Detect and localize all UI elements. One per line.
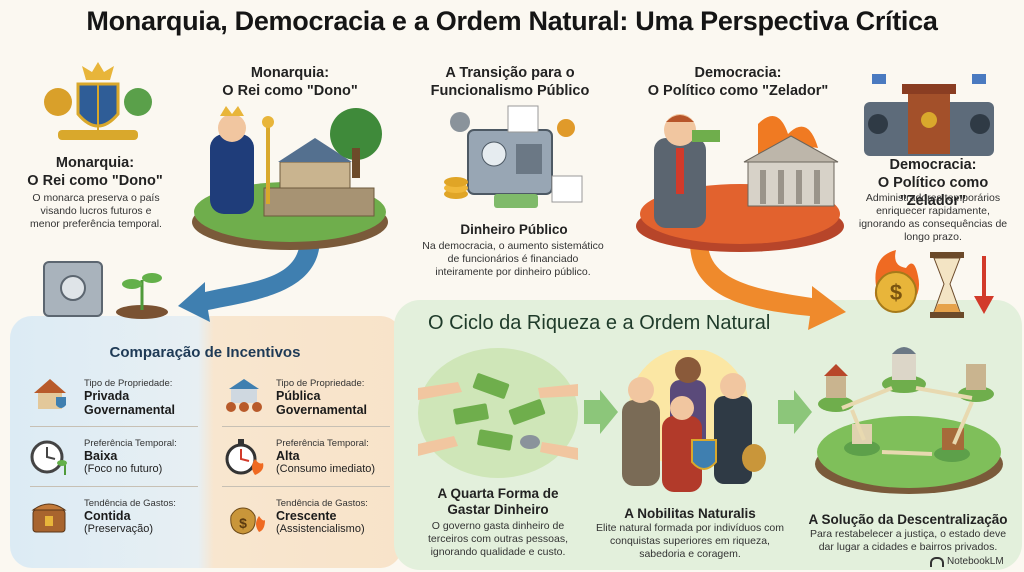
right-row3-note: (Assistencialismo) (276, 523, 365, 535)
left-row2: Preferência Temporal: Baixa (Foco no fut… (84, 438, 196, 475)
svg-text:$: $ (890, 280, 902, 305)
left-row3: Tendência de Gastos: Contida (Preservaçã… (84, 498, 196, 535)
left-row1-value: Privada (84, 389, 130, 403)
right-row1-note: Governamental (276, 403, 368, 417)
right-row1: Tipo de Propriedade: Pública Governament… (276, 378, 394, 417)
clock-sprout-icon (28, 434, 72, 478)
democracy-side-line2: O Político como "Zelador" (877, 175, 989, 209)
left-row1-note: Governamental (84, 403, 176, 417)
left-row3-value: Contida (84, 509, 131, 523)
brand-badge: NotebookLM (930, 556, 1022, 567)
monarchy-side-line1: Monarquia: (55, 155, 135, 171)
decentralized-city-illustration (812, 344, 1006, 502)
right-row3-value: Crescente (276, 509, 337, 523)
comparison-title: Comparação de Incentivos (109, 344, 301, 361)
right-row2: Preferência Temporal: Alta (Consumo imed… (276, 438, 394, 475)
safe-and-sprout-illustration (42, 258, 170, 320)
transition-heading-line2: Funcionalismo Público (430, 83, 590, 99)
house-shield-icon (28, 374, 72, 414)
left-row2-label: Preferência Temporal: (84, 438, 177, 449)
cycle-item2-title: A Nobilitas Naturalis (624, 506, 756, 521)
cycle-title: O Ciclo da Riqueza e a Ordem Natural (428, 312, 771, 334)
right-row2-label: Preferência Temporal: (276, 438, 369, 449)
right-row1-label: Tipo de Propriedade: (276, 378, 365, 389)
right-row2-note: (Consumo imediato) (276, 463, 376, 475)
coin-hourglass-illustration: $ (866, 246, 1006, 322)
left-row2-note: (Foco no futuro) (84, 463, 163, 475)
blue-arrow (178, 238, 320, 322)
democracy-side-title: Democracia: O Político como "Zelador" (858, 156, 1008, 210)
transition-heading-line1: A Transição para o (445, 65, 575, 81)
democracy-side-line1: Democracia: (889, 157, 977, 173)
cycle-item2-text: Elite natural formada por indivíduos com… (596, 522, 784, 560)
left-row2-value: Baixa (84, 449, 118, 463)
monarchy-side-text: O monarca preserva o país visando lucros… (30, 192, 162, 230)
royal-crest-illustration (38, 58, 158, 148)
treasure-chest-lock-icon (28, 494, 72, 538)
divider (30, 426, 198, 427)
svg-text:$: $ (239, 515, 247, 531)
right-row1-value: Pública (276, 389, 321, 403)
monarchy-heading-line1: Monarquia: (250, 65, 330, 81)
green-arrow-2 (778, 390, 812, 434)
green-arrow-1 (584, 390, 618, 434)
democracy-heading: Democracia: O Político como "Zelador" (638, 64, 838, 100)
natural-elite-illustration (604, 348, 774, 496)
cycle-item3-title: A Solução da Descentralização (808, 512, 1008, 527)
podium-crowd-illustration (864, 72, 994, 156)
money-machine-illustration (438, 102, 586, 218)
divider (30, 486, 198, 487)
cycle-item3-text: Para restabelecer a justiça, o estado de… (809, 528, 1007, 553)
politician-burning-building-illustration (628, 104, 852, 254)
public-building-crowd-icon (222, 374, 266, 414)
monarchy-heading-line2: O Rei como "Dono" (222, 83, 358, 99)
cycle-item1-title: A Quarta Forma de Gastar Dinheiro (418, 486, 578, 518)
democracy-heading-line2: O Político como "Zelador" (647, 83, 829, 99)
democracy-side-text: Administradores temporários enriquecer r… (858, 192, 1008, 243)
stopwatch-fire-icon (222, 434, 266, 478)
divider (222, 426, 390, 427)
public-money-title: Dinheiro Público (460, 222, 568, 237)
cycle-item1-text: O governo gasta dinheiro de terceiros co… (427, 520, 569, 558)
hands-money-illustration (418, 348, 578, 478)
right-row2-value: Alta (276, 449, 300, 463)
money-bag-fire-icon: $ (222, 494, 266, 538)
monarchy-side-line2: O Rei como "Dono" (27, 173, 163, 189)
brand-label: NotebookLM (947, 556, 1004, 567)
orange-arrow (690, 242, 846, 330)
right-row3: Tendência de Gastos: Crescente (Assisten… (276, 498, 394, 535)
comparison-panel (10, 316, 402, 568)
monarchy-side-title: Monarquia: O Rei como "Dono" (20, 154, 170, 190)
left-row1: Tipo de Propriedade: Privada Governament… (84, 378, 196, 417)
democracy-heading-line1: Democracia: (694, 65, 782, 81)
left-row3-note: (Preservação) (84, 523, 154, 535)
left-row1-label: Tipo de Propriedade: (84, 378, 173, 389)
cycle-item1-line2: Gastar Dinheiro (447, 502, 549, 517)
notebooklm-logo-icon (930, 556, 944, 567)
cycle-item1-line1: A Quarta Forma de (437, 486, 559, 501)
monarchy-heading: Monarquia: O Rei como "Dono" (210, 64, 370, 100)
divider (222, 486, 390, 487)
page-title: Monarquia, Democracia e a Ordem Natural:… (86, 6, 938, 36)
left-row3-label: Tendência de Gastos: (84, 498, 176, 509)
transition-heading: A Transição para o Funcionalismo Público (420, 64, 600, 100)
right-row3-label: Tendência de Gastos: (276, 498, 368, 509)
public-money-text: Na democracia, o aumento sistemático de … (422, 240, 604, 278)
king-castle-illustration (180, 104, 390, 254)
